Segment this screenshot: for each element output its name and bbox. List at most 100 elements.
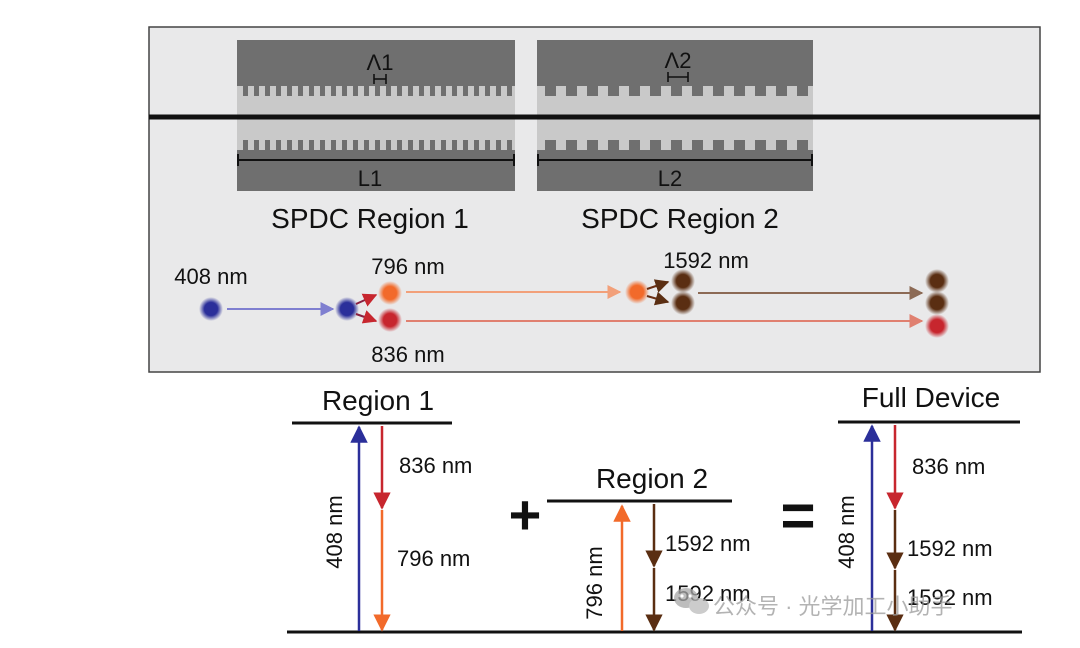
- wechat-icon: [674, 588, 709, 614]
- grating-2-tooth: [755, 140, 766, 150]
- cascade-wavelength-label: 1592 nm: [663, 248, 749, 273]
- grating-1-tooth: [408, 86, 413, 96]
- grating-2-tooth: [608, 140, 619, 150]
- grating-2-tooth: [545, 86, 556, 96]
- full-device-1592nm-label-b: 1592 nm: [907, 585, 993, 610]
- period-marker-1: [373, 74, 387, 84]
- grating-1-tooth: [496, 140, 501, 150]
- grating-2-tooth: [692, 140, 703, 150]
- grating-2-tooth: [671, 86, 682, 96]
- pump-photon-at-region1: [335, 297, 359, 321]
- grating-1-tooth: [331, 86, 336, 96]
- grating-1-tooth: [353, 86, 358, 96]
- grating-2-tooth: [629, 140, 640, 150]
- photon-1592nm-a: [671, 269, 695, 293]
- plus-sign: +: [509, 483, 542, 546]
- region-1-caption: SPDC Region 1: [271, 203, 469, 234]
- energy-diagram-region-1: Region 1 408 nm 836 nm 796 nm: [292, 385, 472, 632]
- split2-arrow-down: [646, 291, 670, 306]
- grating-1-tooth: [507, 140, 512, 150]
- grating-2-tooth: [671, 140, 682, 150]
- region-2-caption: SPDC Region 2: [581, 203, 779, 234]
- grating-1-tooth: [298, 140, 303, 150]
- grating-1-tooth: [496, 86, 501, 96]
- region-1-796nm-label: 796 nm: [397, 546, 470, 571]
- grating-2-tooth: [629, 86, 640, 96]
- grating-1-tooth: [320, 140, 325, 150]
- full-device-836nm-label: 836 nm: [912, 454, 985, 479]
- grating-2-tooth: [713, 140, 724, 150]
- split-arrow-orange: [355, 293, 378, 307]
- region-1-pump-label: 408 nm: [322, 495, 347, 568]
- full-device-pump-label: 408 nm: [834, 495, 859, 568]
- grating-1-tooth: [375, 86, 380, 96]
- grating-1-tooth: [287, 140, 292, 150]
- photon-1592nm-b: [671, 291, 695, 315]
- signal1-wavelength-label: 796 nm: [371, 254, 444, 279]
- grating-1-tooth: [441, 86, 446, 96]
- grating-1-tooth: [474, 140, 479, 150]
- period-marker-2: [667, 72, 689, 82]
- region-2-1592nm-label-a: 1592 nm: [665, 531, 751, 556]
- grating-1-tooth: [243, 140, 248, 150]
- grating-1-tooth: [441, 140, 446, 150]
- grating-2-tooth: [734, 140, 745, 150]
- grating-2-tooth: [755, 86, 766, 96]
- split2-arrow-up: [646, 279, 670, 293]
- region-1-title: Region 1: [322, 385, 434, 416]
- grating-1-tooth: [254, 140, 259, 150]
- grating-1-tooth: [342, 140, 347, 150]
- idler1-wavelength-label: 836 nm: [371, 342, 444, 367]
- output-photon-1592nm-b: [925, 291, 949, 315]
- grating-2-tooth: [650, 140, 661, 150]
- grating-1-tooth: [430, 86, 435, 96]
- full-device-title: Full Device: [862, 382, 1000, 413]
- energy-diagram-region-2: Region 2 796 nm 1592 nm 1592 nm: [547, 463, 751, 632]
- grating-1-tooth: [452, 86, 457, 96]
- grating-1-tooth: [364, 86, 369, 96]
- grating-2-tooth: [776, 86, 787, 96]
- grating-2-tooth: [587, 86, 598, 96]
- grating-1-tooth: [485, 140, 490, 150]
- photon-836nm: [378, 308, 402, 332]
- device-panel: Λ1 Λ2 L1 L2 SPDC Region 1 SPDC Region 2 …: [148, 26, 1041, 373]
- region-1-836nm-label: 836 nm: [399, 453, 472, 478]
- grating-2-tooth: [734, 86, 745, 96]
- grating-1-tooth: [298, 86, 303, 96]
- output-photon-836nm: [925, 314, 949, 338]
- grating-1-tooth: [430, 140, 435, 150]
- grating-1-tooth: [243, 86, 248, 96]
- region-2-title: Region 2: [596, 463, 708, 494]
- watermark: 公众号 · 光学加工小助手: [674, 588, 953, 619]
- grating-1-tooth: [320, 86, 325, 96]
- grating-2-tooth: [566, 86, 577, 96]
- grating-1-tooth: [474, 86, 479, 96]
- watermark-text: 公众号 · 光学加工小助手: [713, 594, 953, 619]
- energy-diagram-full-device: Full Device 408 nm 836 nm 1592 nm 1592 n…: [834, 382, 1020, 632]
- equals-sign: =: [780, 482, 815, 549]
- grating-1-tooth: [386, 86, 391, 96]
- grating-2-tooth: [608, 86, 619, 96]
- grating-1-tooth: [265, 140, 270, 150]
- grating-1-tooth: [265, 86, 270, 96]
- grating-1-tooth: [353, 140, 358, 150]
- grating-1-tooth: [287, 86, 292, 96]
- grating-2-tooth: [566, 140, 577, 150]
- grating-1-tooth: [507, 86, 512, 96]
- grating-1-tooth: [386, 140, 391, 150]
- grating-1-tooth: [463, 140, 468, 150]
- grating-1-tooth: [309, 86, 314, 96]
- period-label-2: Λ2: [665, 48, 692, 73]
- grating-1-tooth: [254, 86, 259, 96]
- split-arrow-red: [355, 310, 378, 324]
- grating-1-tooth: [309, 140, 314, 150]
- length-marker-1: [237, 154, 515, 166]
- region-2-pump-label: 796 nm: [582, 546, 607, 619]
- pump-photon: [199, 297, 223, 321]
- output-photon-1592nm-a: [925, 269, 949, 293]
- grating-1-tooth: [485, 86, 490, 96]
- photon-796nm: [378, 281, 402, 305]
- grating-1-tooth: [463, 86, 468, 96]
- grating-2-tooth: [797, 140, 808, 150]
